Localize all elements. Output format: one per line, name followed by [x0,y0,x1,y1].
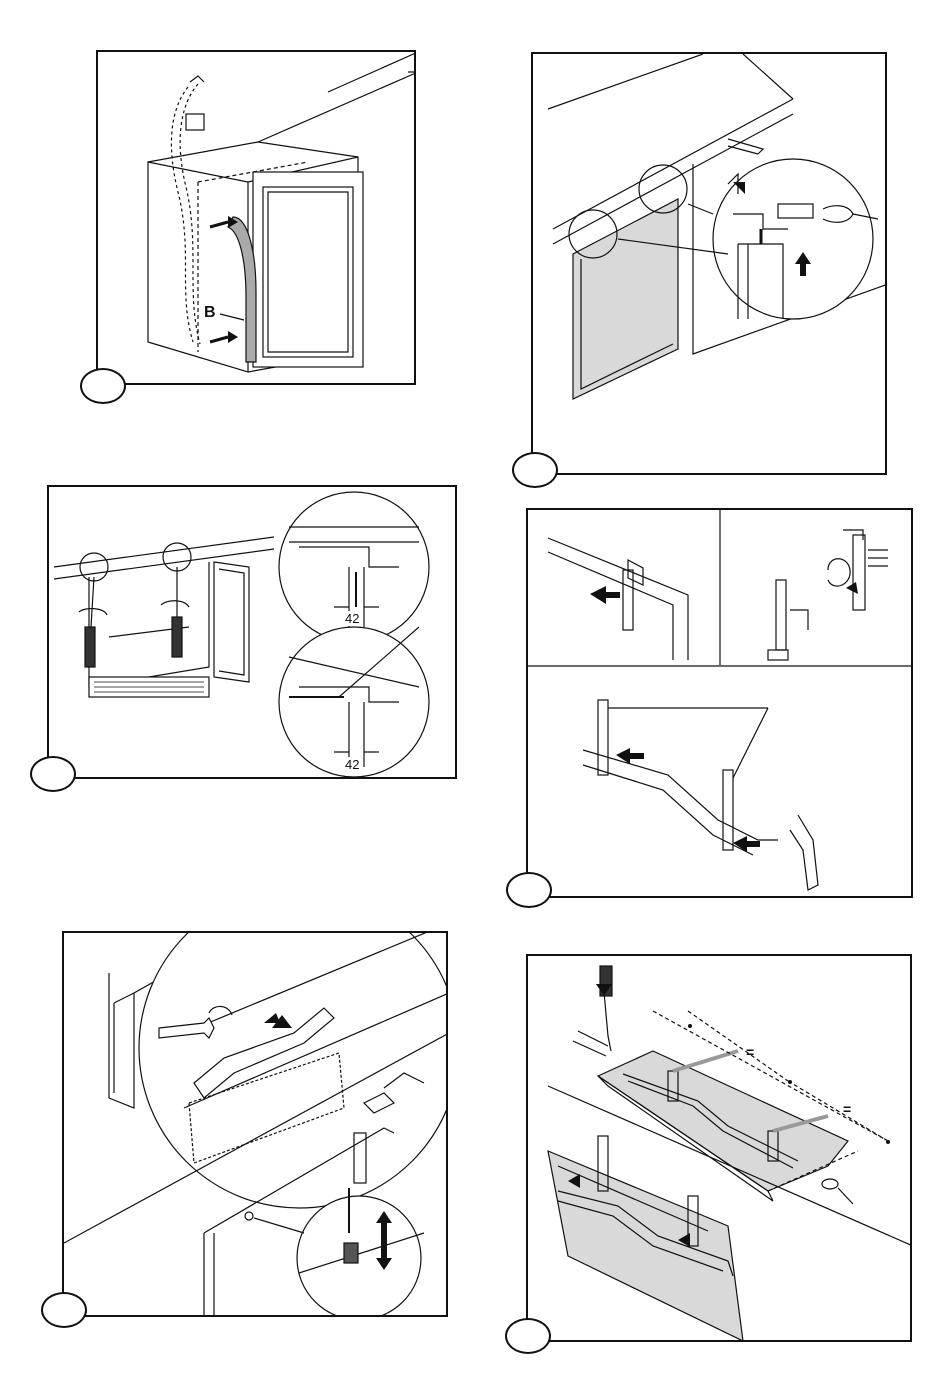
dimension-label-top: 42 [345,611,359,626]
figure-4-illustration [528,510,913,898]
spacing-mark-1: = [746,1044,754,1060]
figure-3-panel: 42 42 [47,485,457,779]
figure-2-step-badge [512,452,558,488]
figure-3-step-badge [30,756,76,792]
spacing-mark-2: = [843,1101,851,1117]
figure-5-panel [62,931,448,1317]
figure-2-illustration [533,54,887,475]
dimension-label-bottom: 42 [345,757,359,772]
figure-3-illustration [49,487,457,779]
figure-4-step-badge [506,872,552,908]
figure-5-illustration [64,933,448,1317]
figure-4-panel [526,508,913,898]
figure-5-step-badge [41,1292,87,1328]
figure-6-panel: = = [526,954,912,1342]
figure-1-panel: B [96,50,416,385]
callout-label-b: B [204,304,216,322]
figure-1-step-badge [80,368,126,404]
figure-6-illustration [528,956,912,1342]
figure-1-illustration [98,52,416,385]
figure-2-panel [531,52,887,475]
figure-6-step-badge [505,1318,551,1354]
